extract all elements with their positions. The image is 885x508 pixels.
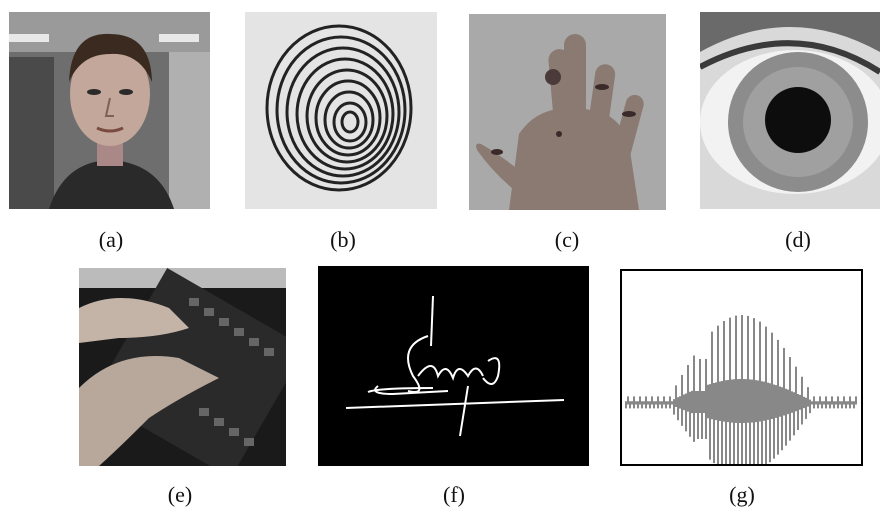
hand-image bbox=[469, 14, 666, 210]
caption-g: (g) bbox=[729, 482, 755, 507]
fingerprint-image bbox=[245, 12, 437, 209]
iris-image bbox=[700, 12, 880, 209]
caption-f: (f) bbox=[443, 482, 465, 507]
waveform-trace bbox=[625, 315, 857, 464]
keyboard-typing-image bbox=[79, 268, 286, 466]
caption-c: (c) bbox=[554, 227, 580, 252]
caption-b: (b) bbox=[330, 227, 356, 252]
signature-image bbox=[318, 266, 589, 466]
voice-waveform-image bbox=[620, 269, 863, 466]
caption-a: (a) bbox=[98, 227, 124, 252]
caption-d: (d) bbox=[785, 227, 811, 252]
face-photo bbox=[9, 12, 210, 209]
caption-e: (e) bbox=[167, 482, 193, 507]
